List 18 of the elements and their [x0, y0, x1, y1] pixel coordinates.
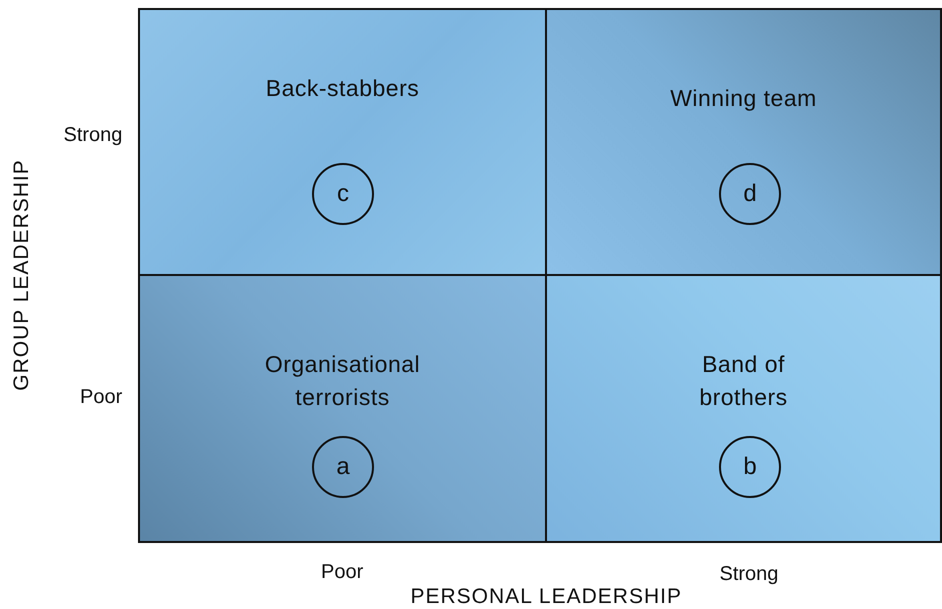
circled-letter: b [719, 436, 781, 498]
quadrant-panel [545, 8, 942, 276]
quadrant-title: Organisational terrorists [264, 350, 422, 412]
quadrant-panel [138, 8, 547, 276]
quadrant-title: Back-stabbers [264, 74, 420, 103]
circled-letter: a [312, 436, 374, 498]
axis-tick-label: Strong [720, 562, 778, 586]
quadrant-panel [138, 274, 547, 543]
axis-tick-label: Poor [80, 386, 122, 408]
quadrant-title: Band of brothers [698, 350, 789, 412]
axis-title: GROUP LEADERSHIP [10, 159, 34, 391]
quadrant-title: Winning team [669, 84, 818, 113]
axis-tick-label: Strong [64, 124, 122, 146]
quadrant-panel [545, 274, 942, 543]
axis-title: PERSONAL LEADERSHIP [410, 585, 682, 609]
circled-letter: d [719, 163, 781, 225]
circled-letter: c [312, 163, 374, 225]
axis-tick-label: Poor [321, 560, 364, 584]
